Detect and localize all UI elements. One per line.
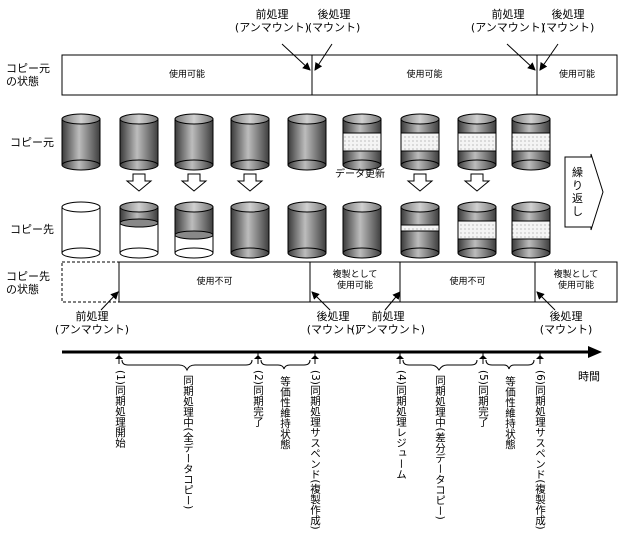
- dst-disk-4: [230, 201, 270, 259]
- phase-full-copy: 同期処理中(全データコピー): [182, 375, 194, 510]
- dst-disk-3: [174, 201, 214, 259]
- destination-state-bar: [61, 261, 618, 303]
- destination-state-cell-4: 複製として 使用可能: [553, 270, 599, 291]
- bottom-timing-arrows: [100, 291, 556, 311]
- phase-diff-copy: 同期処理中(差分データコピー): [434, 375, 446, 520]
- destination-row-label: コピー先: [10, 223, 54, 236]
- dst-disk-8: [457, 201, 497, 259]
- bottom-postprocess-1: 後処理 (マウント): [306, 310, 360, 336]
- bottom-preprocess-2: 前処理 (アンマウント): [350, 310, 426, 336]
- dst-disk-6: [342, 201, 382, 259]
- destination-state-label: コピー先 の状態: [6, 270, 50, 296]
- dst-disk-7: [400, 201, 440, 259]
- source-state-cell-3: 使用可能: [558, 70, 595, 80]
- src-disk-6: [342, 113, 382, 171]
- src-disk-1: [61, 113, 101, 171]
- source-row-label: コピー元: [10, 136, 54, 149]
- source-state-cell-1: 使用可能: [168, 70, 205, 80]
- bottom-preprocess-1: 前処理 (アンマウント): [54, 310, 130, 336]
- destination-state-cell-3: 使用不可: [449, 277, 486, 287]
- src-disk-8: [457, 113, 497, 171]
- phase-3-sync-suspend: (3)同期処理サスペンド(複製作成): [309, 370, 321, 530]
- src-disk-5: [287, 113, 327, 171]
- src-disk-9: [511, 113, 551, 171]
- src-disk-4: [230, 113, 270, 171]
- source-disks: [61, 113, 551, 171]
- phase-braces: [121, 359, 535, 372]
- dst-disk-2: [119, 201, 159, 259]
- dst-disk-5: [287, 201, 327, 259]
- top-timing-arrows: [281, 43, 559, 71]
- src-disk-3: [174, 113, 214, 171]
- repeat-arrow: [564, 153, 604, 231]
- phase-4-sync-resume: (4)同期処理レジューム: [395, 370, 407, 480]
- phase-1-sync-start: (1)同期処理開始: [114, 370, 126, 448]
- top-preprocess-1: 前処理 (アンマウント): [234, 8, 310, 34]
- phase-equivalence-2: 等価性維持状態: [504, 376, 516, 450]
- top-postprocess-1: 後処理 (マウント): [307, 8, 361, 34]
- data-update-label: データ更新: [335, 169, 385, 180]
- top-preprocess-2: 前処理 (アンマウント): [470, 8, 546, 34]
- destination-disks: [61, 201, 551, 259]
- source-state-cell-2: 使用可能: [406, 70, 443, 80]
- phase-equivalence-1: 等価性維持状態: [279, 376, 291, 450]
- dst-disk-9: [511, 201, 551, 259]
- repeat-label: 繰 り 返 し: [572, 166, 583, 218]
- phase-5-sync-complete: (5)同期完了: [477, 370, 489, 427]
- src-disk-2: [119, 113, 159, 171]
- time-axis-label: 時間: [578, 370, 600, 383]
- top-postprocess-2: 後処理 (マウント): [541, 8, 595, 34]
- phase-6-sync-suspend: (6)同期処理サスペンド(複製作成): [534, 370, 546, 530]
- destination-state-cell-1: 使用不可: [196, 277, 233, 287]
- destination-state-cell-2: 複製として 使用可能: [332, 270, 378, 291]
- phase-2-sync-complete: (2)同期完了: [252, 370, 264, 427]
- source-state-bar: [61, 54, 618, 96]
- copy-arrows: [125, 173, 491, 192]
- src-disk-7: [400, 113, 440, 171]
- time-axis: [62, 346, 602, 364]
- source-state-label: コピー元 の状態: [6, 62, 50, 88]
- dst-disk-1: [61, 201, 101, 259]
- bottom-postprocess-2: 後処理 (マウント): [539, 310, 593, 336]
